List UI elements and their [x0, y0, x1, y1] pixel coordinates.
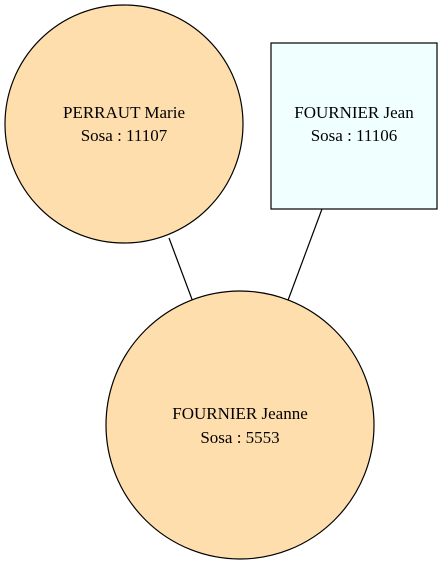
- person-node-mother[interactable]: PERRAUT Marie Sosa : 11107: [4, 4, 244, 244]
- person-node-father[interactable]: FOURNIER Jean Sosa : 11106: [270, 42, 438, 210]
- father-name: FOURNIER Jean: [294, 103, 414, 122]
- mother-name: PERRAUT Marie: [63, 103, 185, 122]
- edge-father-to-child: [286, 208, 323, 304]
- child-circle: [105, 290, 375, 560]
- person-node-child[interactable]: FOURNIER Jeanne Sosa : 5553: [105, 290, 375, 560]
- edge-mother-to-child: [168, 237, 194, 303]
- child-name: FOURNIER Jeanne: [172, 404, 308, 423]
- mother-sosa: Sosa : 11107: [81, 126, 168, 145]
- father-sosa: Sosa : 11106: [311, 126, 398, 145]
- child-sosa: Sosa : 5553: [200, 428, 279, 447]
- mother-circle: [4, 4, 244, 244]
- father-box: [270, 42, 438, 210]
